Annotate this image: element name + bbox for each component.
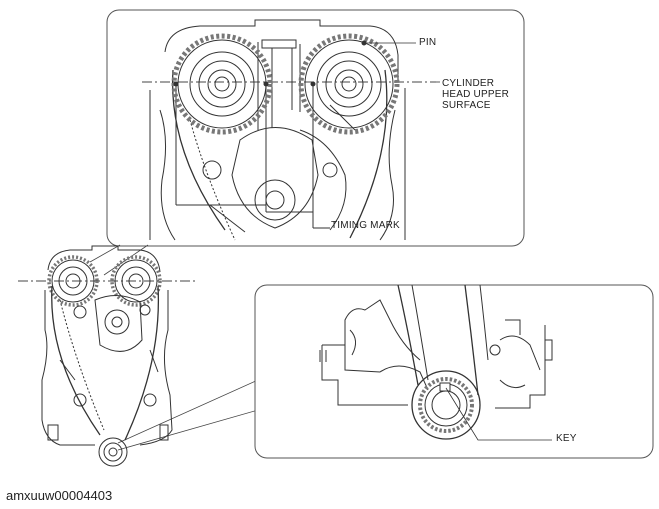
cylinder-label-line-1: CYLINDER	[442, 78, 495, 89]
engine-timing-diagram	[18, 9, 654, 467]
cylinder-label-line-2: HEAD UPPER	[442, 89, 510, 100]
pin-label: PIN	[419, 37, 437, 48]
timing-mark-label: TIMING MARK	[331, 220, 400, 231]
figure-id: amxuuw00004403	[6, 488, 113, 503]
cylinder-label-line-3: SURFACE	[442, 100, 491, 111]
cylinder-head-upper-surface-label: CYLINDER HEAD UPPER SURFACE	[442, 78, 509, 111]
camshaft-detail-panel	[106, 9, 525, 247]
key-label: KEY	[556, 433, 577, 444]
crankshaft-detail-panel	[254, 284, 654, 459]
engine-overview	[18, 245, 198, 467]
